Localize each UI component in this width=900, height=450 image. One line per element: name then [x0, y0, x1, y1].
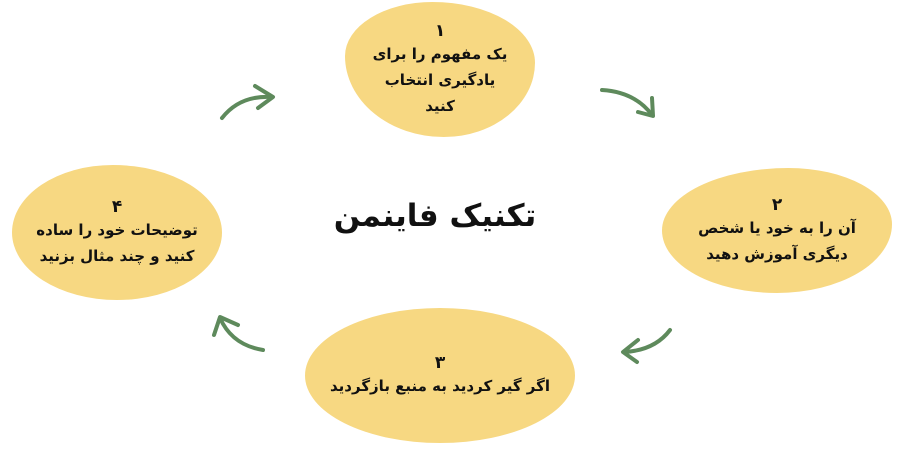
arrow-step3-to-step4-icon [212, 315, 265, 352]
step-4-line-2: کنید و چند مثال بزنید [39, 246, 195, 265]
arrow-step4-to-step1-icon [220, 84, 275, 120]
step-4-card: ۴ توضیحات خود را ساده کنید و چند مثال بز… [12, 165, 222, 300]
step-1-card: ۱ یک مفهوم را برای یادگیری انتخاب کنید [345, 2, 535, 137]
step-1-line-2: یادگیری انتخاب [384, 70, 496, 89]
step-1-line-1: یک مفهوم را برای [372, 44, 508, 63]
step-4-number: ۴ [111, 196, 123, 217]
arrow-step2-to-step3-icon [621, 328, 672, 364]
diagram-title: تکنیک فاینمن [333, 198, 537, 234]
step-1-line-3: کنید [425, 96, 455, 115]
arrow-step1-to-step2-icon [600, 88, 655, 118]
step-2-card: ۲ آن را به خود یا شخص دیگری آموزش دهید [662, 168, 892, 293]
step-3-card: ۳ اگر گیر کردید به منبع بازگردید [305, 308, 575, 443]
step-2-line-1: آن را به خود یا شخص [698, 218, 856, 237]
step-3-number: ۳ [434, 352, 446, 373]
step-2-line-2: دیگری آموزش دهید [706, 244, 848, 263]
step-2-number: ۲ [771, 194, 783, 215]
step-3-line-1: اگر گیر کردید به منبع بازگردید [330, 376, 550, 395]
step-1-number: ۱ [434, 20, 446, 41]
step-4-line-1: توضیحات خود را ساده [36, 220, 198, 239]
